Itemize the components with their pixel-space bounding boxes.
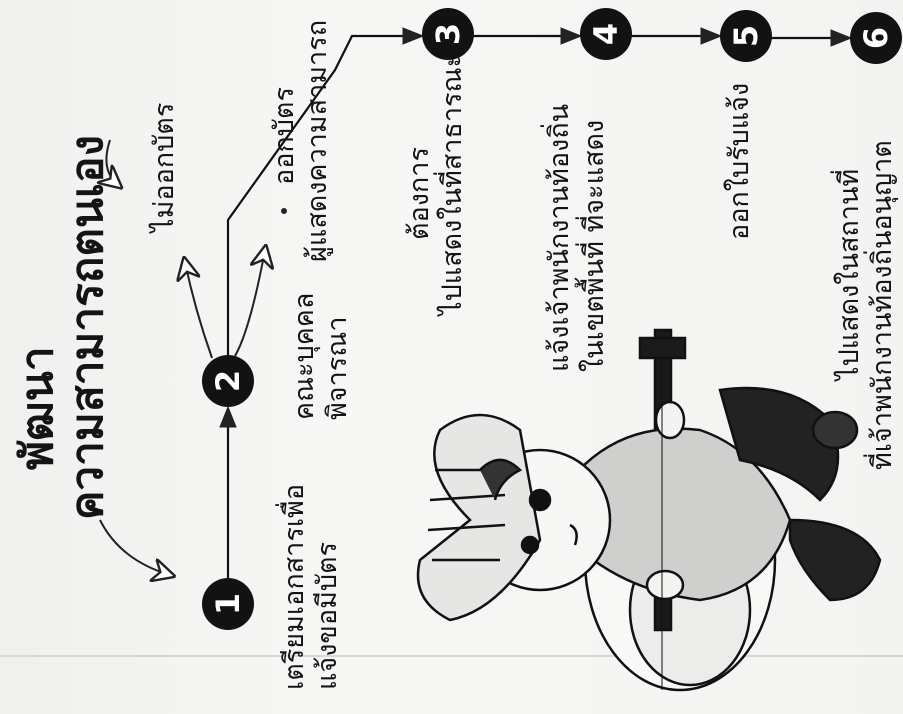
step-6-badge: 6 bbox=[850, 12, 902, 64]
page-title-line2: ความสามารถตนเอง bbox=[62, 135, 113, 520]
step-2-badge: 2 bbox=[202, 355, 254, 407]
branch-issue-card-line1: ออกบัตร bbox=[269, 87, 300, 185]
step-2-label-line2: พิจารณา bbox=[322, 316, 353, 421]
title-arrow-left bbox=[99, 519, 170, 575]
busker-illustration bbox=[416, 328, 882, 692]
step-3-label-line2: ไปแสดงในที่สาธารณะ bbox=[437, 52, 468, 315]
branch-no-card-label: ไม่ออกบัตร bbox=[149, 102, 180, 232]
branch-arrow-right bbox=[234, 250, 265, 357]
step-4-badge: 4 bbox=[580, 8, 632, 60]
step-4-label-line1: แจ้งเจ้าพนักงานท้องถิ่น bbox=[544, 103, 575, 372]
step-5-badge: 5 bbox=[720, 10, 772, 62]
title-arrow-right bbox=[106, 139, 118, 185]
step-1-badge: 1 bbox=[202, 578, 254, 630]
step-6-label-line1: ไปแสดงในสถานที่ bbox=[834, 168, 865, 380]
step-3-label-line1: ต้องการ bbox=[404, 147, 435, 240]
page-fold-line bbox=[0, 655, 903, 657]
branch-arrow-up bbox=[185, 262, 213, 359]
connector-2-3 bbox=[226, 27, 425, 355]
step-1-label-line2: แจ้งขอมีบัตร bbox=[312, 541, 343, 690]
step-3-badge: 3 bbox=[422, 8, 474, 60]
step-2-label-line1: คณะบุคคล bbox=[289, 292, 320, 420]
busker-hat bbox=[416, 413, 542, 622]
page-title-line1: พัฒนา bbox=[12, 346, 63, 470]
step-4-label-line2: ในเขตพื้นที่ ที่จะแสดง bbox=[579, 119, 610, 372]
step-6-label-line2: ที่เจ้าพนักงานท้องถิ่นอนุญาต bbox=[867, 140, 898, 470]
step-1-label-line1: เตรียมเอกสารเพื่อ bbox=[279, 483, 310, 690]
step-5-label-line1: ออกใบรับแจ้ง bbox=[724, 82, 755, 240]
bullet-dot bbox=[281, 208, 287, 214]
branch-issue-card-line2: ผู้แสดงความสามารถ bbox=[302, 19, 333, 262]
